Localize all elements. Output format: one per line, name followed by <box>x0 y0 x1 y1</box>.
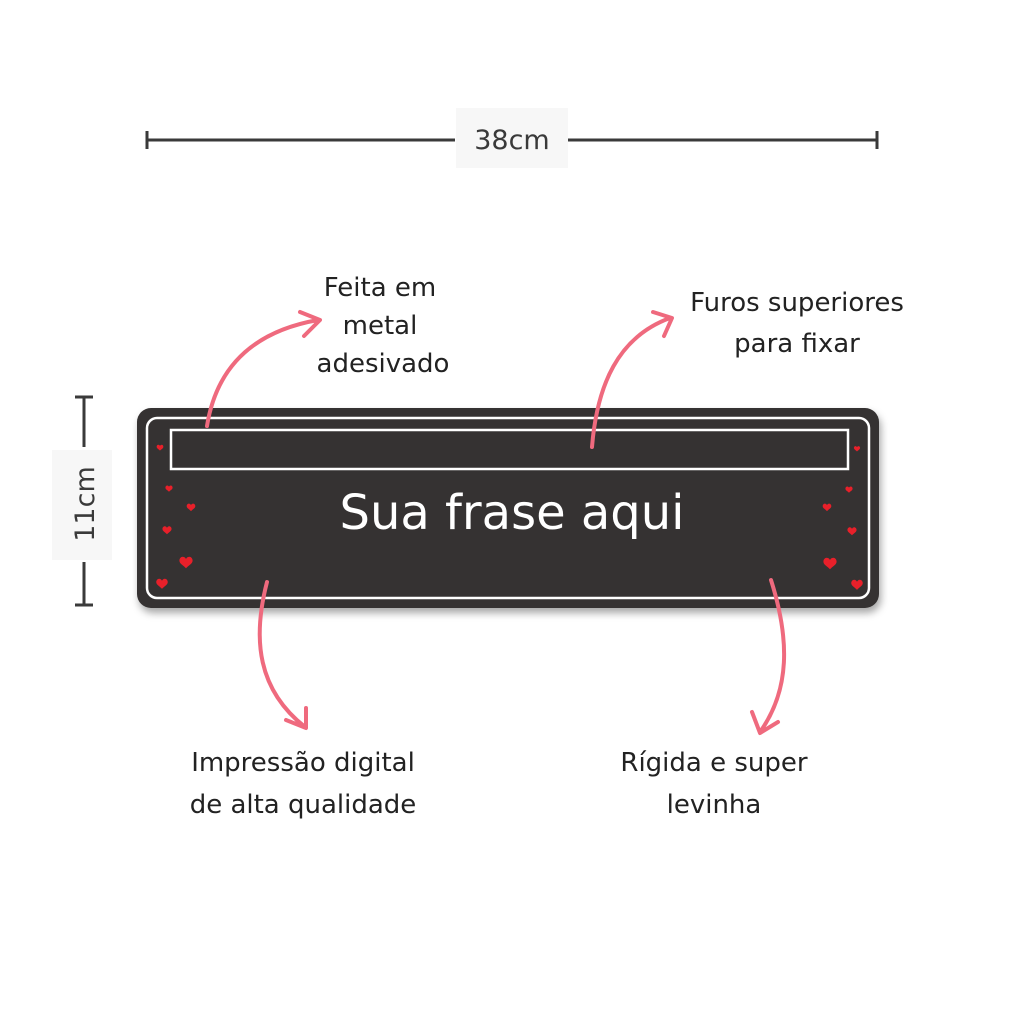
height-label: 11cm <box>70 466 101 542</box>
callout-holes-line1: Furos superiores <box>690 288 904 318</box>
heart-icon <box>823 557 837 570</box>
plate-text: Sua frase aqui <box>339 485 684 541</box>
mounting-strip <box>169 428 850 471</box>
heart-icon <box>845 486 853 493</box>
heart-icon <box>851 579 863 590</box>
callout-material: Feita em metal adesivado <box>317 273 450 379</box>
arrow-icon <box>590 310 674 449</box>
arrow-icon <box>205 310 322 428</box>
callout-material-line2: metal <box>343 311 418 341</box>
heart-icon <box>162 526 172 535</box>
callout-holes-line2: para fixar <box>734 329 860 359</box>
heart-icon <box>186 503 196 512</box>
callout-rigid-line2: levinha <box>667 790 762 820</box>
height-dimension: 11cm <box>52 395 112 607</box>
plate-background <box>137 408 879 608</box>
callout-print-line1: Impressão digital <box>191 748 415 778</box>
callout-material-line1: Feita em <box>324 273 436 303</box>
arrow-icon <box>750 578 787 735</box>
heart-icon <box>179 556 193 569</box>
height-label-background <box>52 450 112 560</box>
heart-icon <box>156 578 168 589</box>
heart-icon <box>853 446 861 452</box>
callout-material-line3: adesivado <box>317 349 450 379</box>
callout-print: Impressão digital de alta qualidade <box>190 748 417 820</box>
callout-holes: Furos superiores para fixar <box>690 288 904 359</box>
heart-icon <box>165 485 173 492</box>
hearts-decoration <box>156 444 863 590</box>
plate-border <box>145 416 871 600</box>
callout-arrows <box>205 310 787 735</box>
callout-rigid-line1: Rígida e super <box>620 748 808 778</box>
heart-icon <box>847 527 857 536</box>
width-label-background <box>456 108 568 168</box>
heart-icon <box>156 444 164 451</box>
callout-rigid: Rígida e super levinha <box>620 748 808 820</box>
width-dimension: 38cm <box>145 108 879 168</box>
callout-print-line2: de alta qualidade <box>190 790 417 820</box>
width-label: 38cm <box>474 125 550 156</box>
arrow-icon <box>257 580 308 730</box>
sign-plate: Sua frase aqui <box>137 408 879 608</box>
heart-icon <box>822 503 832 512</box>
